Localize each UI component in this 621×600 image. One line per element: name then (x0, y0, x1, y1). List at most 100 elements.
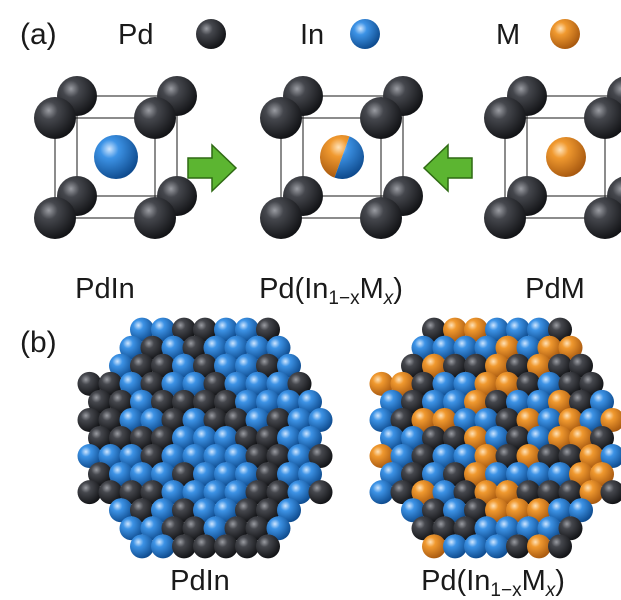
pd-atom (172, 317, 196, 342)
in-atom (182, 407, 207, 432)
in-atom-icon (350, 19, 380, 49)
in-atom (182, 444, 207, 469)
in-atom (119, 407, 144, 432)
in-atom (172, 353, 196, 378)
in-atom (401, 498, 425, 523)
in-atom (140, 516, 165, 541)
in-atom (390, 444, 415, 469)
pd-atom (77, 407, 102, 432)
pd-atom (401, 353, 425, 378)
in-atom (245, 335, 270, 360)
pd-atom (130, 353, 154, 378)
pd-atom (443, 353, 467, 378)
pd-atom (151, 389, 175, 414)
pd-atom (98, 371, 123, 396)
legend-pd-label: Pd (118, 19, 153, 51)
in-atom (266, 516, 291, 541)
pd-atom (548, 534, 572, 559)
in-atom (94, 135, 138, 179)
pd-atom (235, 534, 259, 559)
pd-atom (193, 534, 217, 559)
in-atom (109, 462, 133, 487)
m-atom (558, 335, 583, 360)
pd-atom (130, 426, 154, 450)
in-atom (443, 534, 467, 559)
in-atom (266, 371, 291, 396)
pd-atom (584, 197, 621, 239)
in-atom (506, 389, 530, 414)
pd-atom (182, 516, 207, 541)
in-atom (432, 371, 457, 396)
in-atom (548, 498, 572, 523)
m-atom (506, 498, 530, 523)
pd-atom (484, 197, 526, 239)
pd-atom (34, 197, 76, 239)
pd-atom (308, 444, 333, 469)
in-atom (277, 426, 301, 450)
pdin-nanoparticle (77, 317, 333, 559)
pd-atom (151, 353, 175, 378)
m-atom (579, 480, 604, 505)
m-atom (516, 407, 541, 432)
in-atom (569, 498, 593, 523)
in-atom (380, 462, 404, 487)
m-atom (590, 462, 614, 487)
in-atom (474, 407, 499, 432)
in-atom (495, 516, 520, 541)
pd-atom (88, 426, 112, 450)
in-atom (411, 335, 436, 360)
m-atom (390, 371, 415, 396)
pd-atom (464, 498, 488, 523)
in-atom (506, 462, 530, 487)
in-atom (151, 498, 175, 523)
pd-atom (256, 426, 280, 450)
arrow-right-icon (187, 143, 238, 193)
m-atom (600, 407, 621, 432)
in-atom (277, 389, 301, 414)
in-atom (485, 426, 509, 450)
in-atom (308, 407, 333, 432)
legend-m-label: M (496, 19, 520, 51)
pd-atom (109, 389, 133, 414)
pd-atom (558, 516, 583, 541)
pd-atom (214, 534, 238, 559)
m-atom (485, 353, 509, 378)
in-atom (193, 426, 217, 450)
pd-atom (432, 516, 457, 541)
mixed-site-atom (320, 135, 364, 179)
in-atom (161, 480, 186, 505)
in-atom (298, 389, 322, 414)
pd-atom (245, 480, 270, 505)
m-atom (369, 371, 394, 396)
pd-atom (256, 534, 280, 559)
pd-atom (584, 97, 621, 139)
pd-atom (119, 480, 144, 505)
pd-atom (161, 516, 186, 541)
in-atom (109, 353, 133, 378)
in-atom (464, 534, 488, 559)
mixed-cell-label: Pd(In1−xMx) (259, 273, 403, 309)
in-atom (432, 480, 457, 505)
m-atom (569, 426, 593, 450)
in-atom (474, 335, 499, 360)
m-atom (516, 444, 541, 469)
in-atom (151, 462, 175, 487)
m-atom (527, 534, 551, 559)
pd-atom (260, 197, 302, 239)
pd-atom (516, 480, 541, 505)
pd-atom (506, 353, 530, 378)
m-atom (464, 462, 488, 487)
in-atom (119, 516, 144, 541)
pdin-unit-cell (34, 76, 197, 239)
in-atom (298, 426, 322, 450)
pd-atom (134, 97, 176, 139)
pd-atom (260, 97, 302, 139)
m-atom (369, 444, 394, 469)
in-atom (172, 426, 196, 450)
m-atom (422, 534, 446, 559)
in-atom (579, 407, 604, 432)
in-atom (287, 444, 312, 469)
pd-atom (579, 371, 604, 396)
pd-atom (287, 371, 312, 396)
in-atom (506, 317, 530, 342)
